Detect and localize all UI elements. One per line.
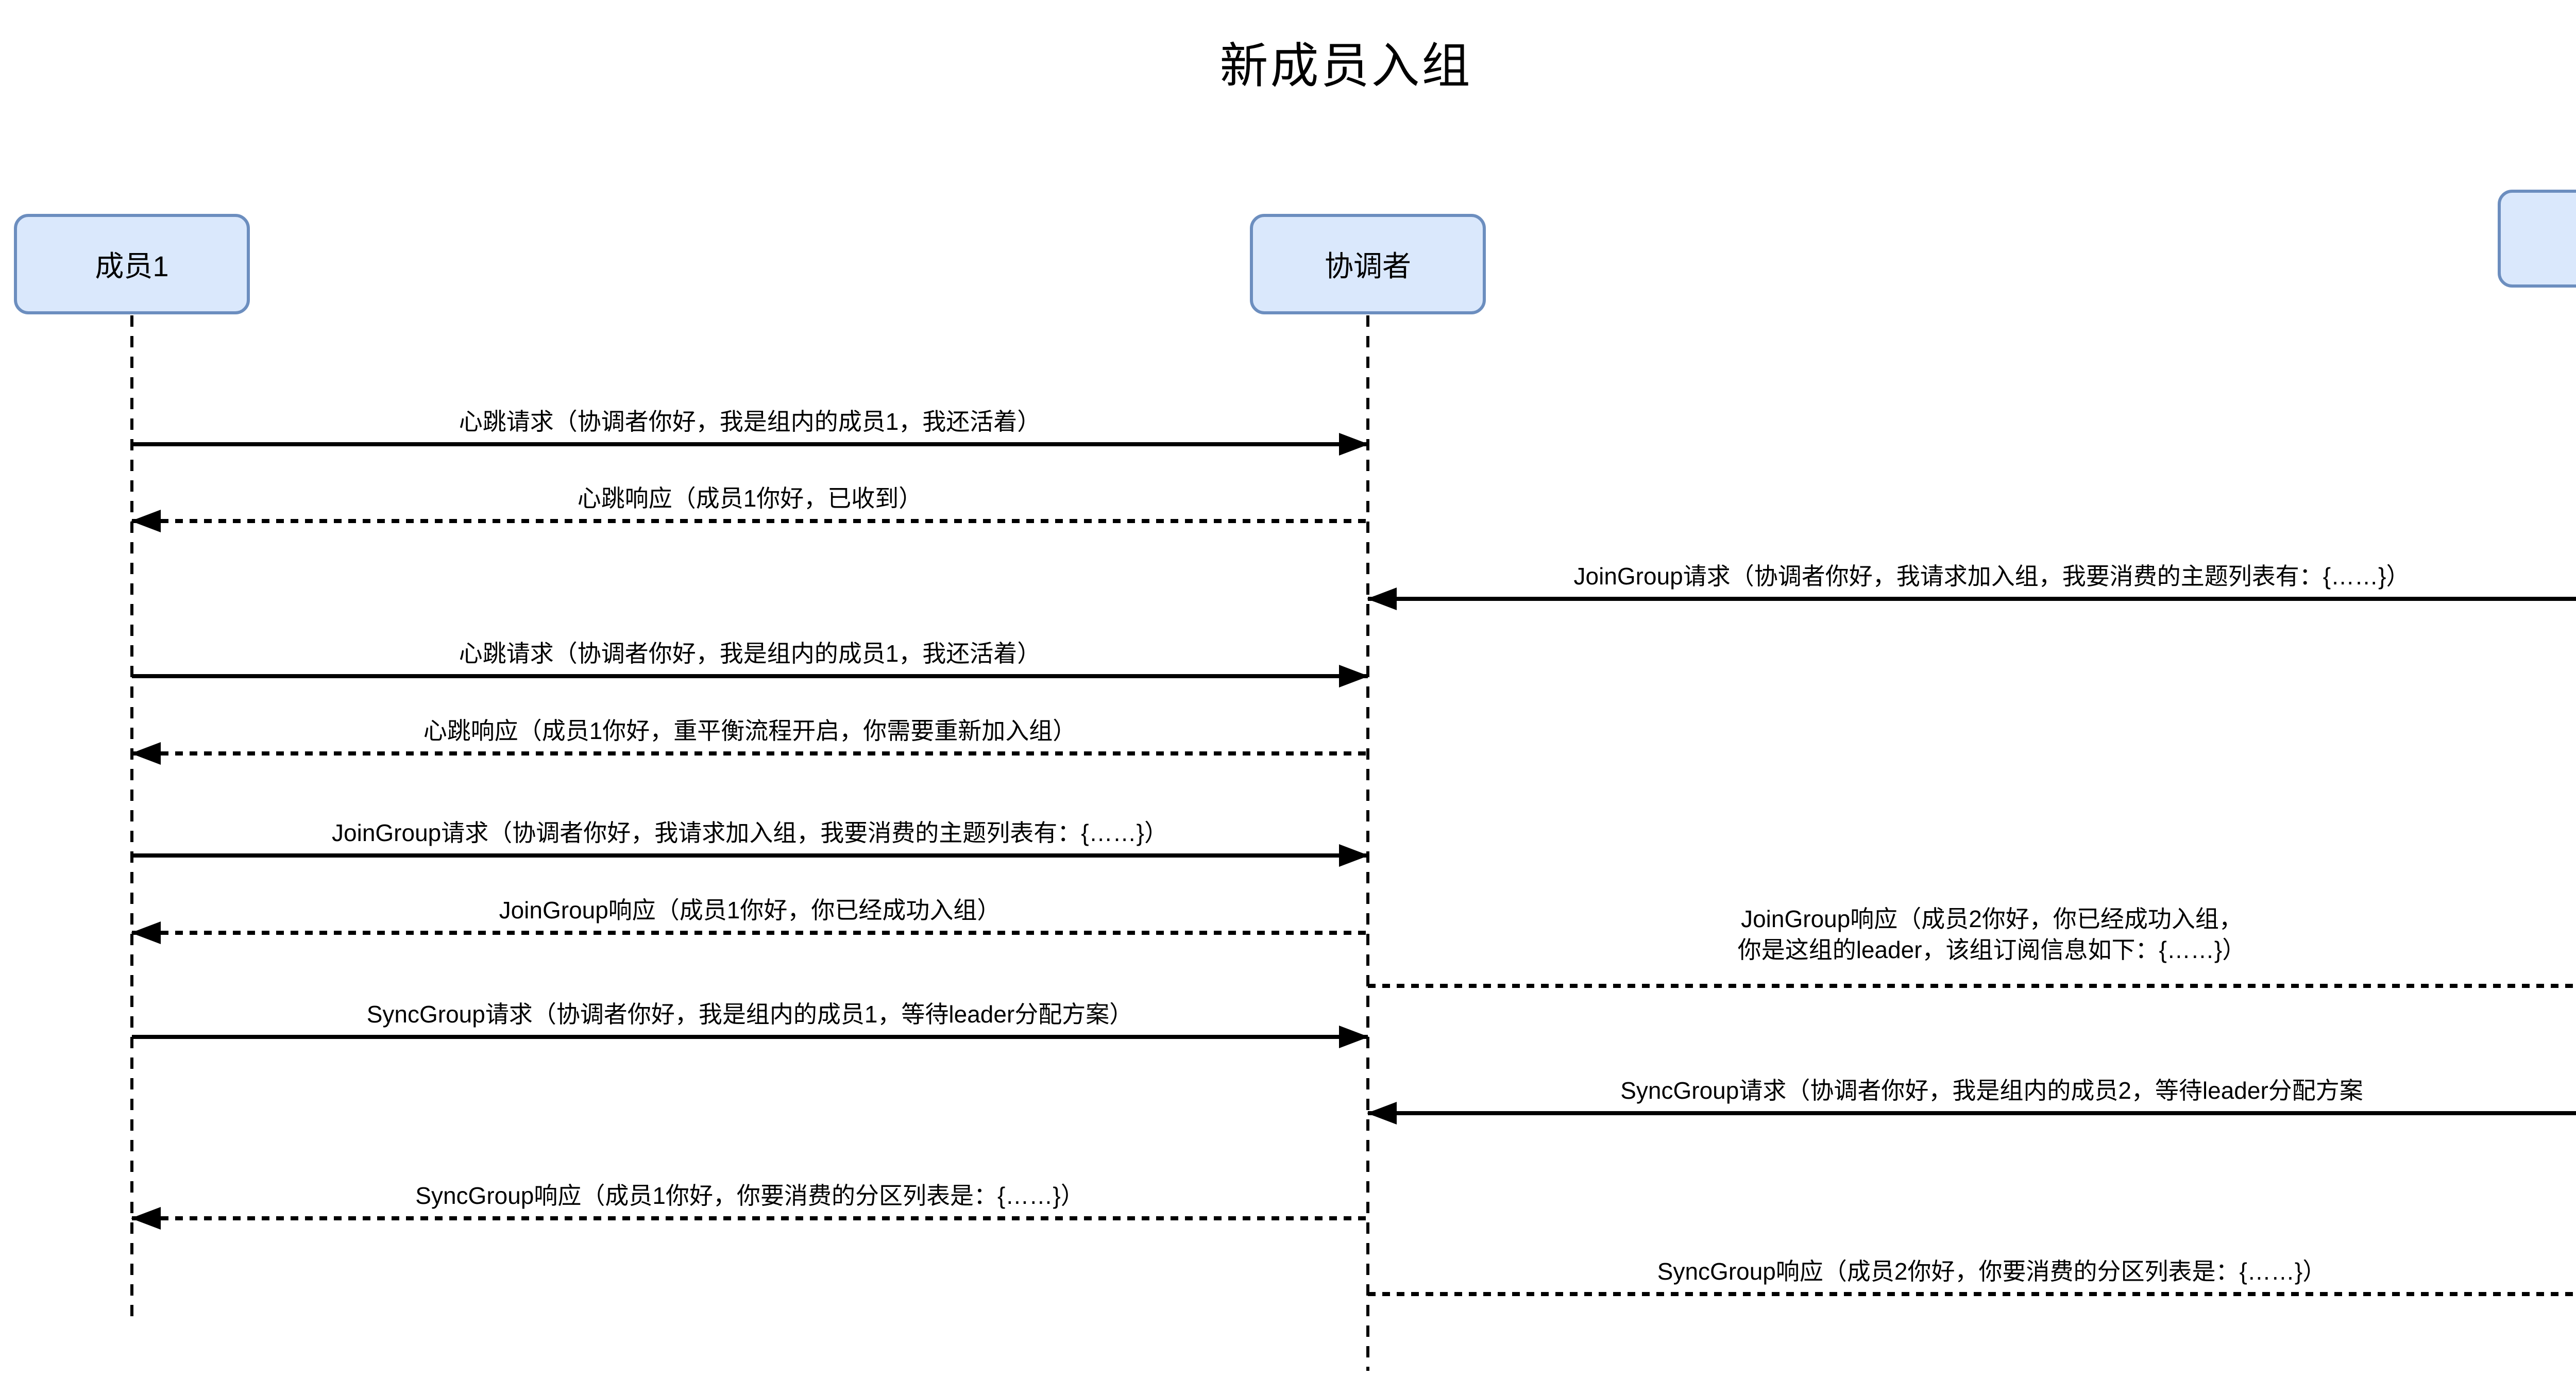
message-joingroup-request-member2: JoinGroup请求（协调者你好，我请求加入组，我要消费的主题列表有：{……}… [1367, 561, 2576, 610]
arrowhead-right-icon [1339, 1026, 1369, 1048]
message-label: SyncGroup请求（协调者你好，我是组内的成员1，等待leader分配方案） [366, 1001, 1133, 1028]
message-label: 心跳响应（成员1你好，已收到） [577, 485, 923, 512]
message-label: SyncGroup响应（成员2你好，你要消费的分区列表是：{……}） [1657, 1258, 2327, 1285]
arrow-line [1368, 1292, 2576, 1296]
message-heartbeat-response-1: 心跳响应（成员1你好，已收到） [131, 483, 1368, 532]
message-label: 心跳响应（成员1你好，重平衡流程开启，你需要重新加入组） [423, 717, 1077, 744]
actor-member2: 成员2 [2498, 190, 2576, 288]
arrowhead-left-icon [1367, 588, 1397, 610]
message-label: JoinGroup请求（协调者你好，我请求加入组，我要消费的主题列表有：{……}… [1573, 563, 2410, 590]
arrowhead-right-icon [1339, 433, 1369, 456]
message-label: 心跳请求（协调者你好，我是组内的成员1，我还活着） [459, 640, 1041, 667]
actor-member1: 成员1 [14, 214, 250, 314]
arrowhead-right-icon [1339, 665, 1369, 687]
message-label: JoinGroup请求（协调者你好，我请求加入组，我要消费的主题列表有：{……}… [332, 819, 1168, 846]
message-syncgroup-request-member2: SyncGroup请求（协调者你好，我是组内的成员2，等待leader分配方案 [1367, 1075, 2576, 1125]
lifeline-member1 [130, 315, 133, 1322]
arrow-line [131, 1207, 1368, 1230]
message-joingroup-response-member1: JoinGroup响应（成员1你好，你已经成功入组） [131, 895, 1368, 944]
lifeline-coordinator [1366, 315, 1369, 1371]
page-title: 新成员入组 [1219, 39, 1472, 93]
message-syncgroup-response-member2: SyncGroup响应（成员2你好，你要消费的分区列表是：{……}） [1368, 1256, 2576, 1296]
arrow-line [132, 844, 1369, 867]
arrow-line [132, 433, 1369, 456]
message-joingroup-response-member2: JoinGroup响应（成员2你好，你已经成功入组， 你是这组的leader，该… [1368, 903, 2576, 988]
arrow-line [131, 742, 1368, 765]
message-label: JoinGroup响应（成员1你好，你已经成功入组） [499, 897, 1001, 924]
message-label: SyncGroup响应（成员1你好，你要消费的分区列表是：{……}） [415, 1182, 1084, 1209]
message-syncgroup-request-member1: SyncGroup请求（协调者你好，我是组内的成员1，等待leader分配方案） [132, 999, 1369, 1048]
arrowhead-left-icon [131, 1207, 161, 1230]
actor-coordinator-label: 协调者 [1325, 250, 1411, 282]
actor-coordinator: 协调者 [1250, 214, 1486, 314]
arrow-line [1368, 984, 2576, 988]
arrow-line [1367, 1102, 2576, 1125]
arrow-line [131, 510, 1368, 532]
message-label: JoinGroup响应（成员2你好，你已经成功入组， 你是这组的leader，该… [1737, 905, 2246, 963]
arrow-line [132, 1026, 1369, 1048]
arrowhead-left-icon [131, 742, 161, 765]
message-syncgroup-response-member1: SyncGroup响应（成员1你好，你要消费的分区列表是：{……}） [131, 1180, 1368, 1230]
arrowhead-left-icon [1367, 1102, 1397, 1125]
arrow-line [132, 665, 1369, 687]
message-heartbeat-request-2: 心跳请求（协调者你好，我是组内的成员1，我还活着） [132, 638, 1369, 687]
arrow-line [1367, 588, 2576, 610]
arrow-line [131, 921, 1368, 944]
message-label: 心跳请求（协调者你好，我是组内的成员1，我还活着） [459, 408, 1041, 435]
message-joingroup-request-member1: JoinGroup请求（协调者你好，我请求加入组，我要消费的主题列表有：{……}… [132, 817, 1369, 867]
arrowhead-left-icon [131, 510, 161, 532]
arrowhead-right-icon [1339, 844, 1369, 867]
message-heartbeat-response-rebalance: 心跳响应（成员1你好，重平衡流程开启，你需要重新加入组） [131, 715, 1368, 765]
message-heartbeat-request-1: 心跳请求（协调者你好，我是组内的成员1，我还活着） [132, 406, 1369, 456]
arrowhead-left-icon [131, 921, 161, 944]
actor-member1-label: 成员1 [95, 250, 169, 282]
message-label: SyncGroup请求（协调者你好，我是组内的成员2，等待leader分配方案 [1620, 1077, 2363, 1104]
